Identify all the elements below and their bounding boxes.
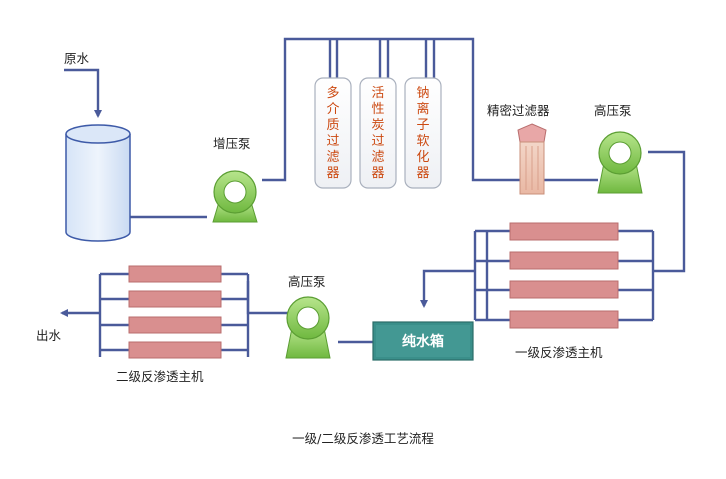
- ro2-membrane: [128, 341, 222, 359]
- hp-pump2-to-ro2-pipe: [246, 281, 290, 315]
- pure-water-tank: 纯水箱: [372, 321, 474, 361]
- ro1-membrane: [509, 251, 619, 270]
- ro2-inlets: [221, 272, 248, 352]
- diagram-title: 一级/二级反渗透工艺流程: [292, 431, 434, 446]
- softener: 钠离子软化器: [404, 77, 442, 189]
- pure-water-tank-label: 纯水箱: [402, 333, 444, 350]
- ro-stage-1-label: 一级反渗透主机: [515, 345, 603, 360]
- softener-label: 钠离子软化器: [416, 86, 429, 181]
- ro2-outlets: [100, 272, 129, 352]
- carbon-filter: 活性炭过滤器: [359, 77, 397, 189]
- outlet-label: 出水: [36, 328, 62, 343]
- hp-pump-2-label: 高压泵: [288, 274, 326, 289]
- ro1-manifold-pipe: [473, 231, 655, 320]
- hp-pump-1: [597, 131, 643, 194]
- ro1-membrane: [509, 280, 619, 299]
- ro1-outlets: [618, 229, 653, 322]
- ro2-membrane: [128, 290, 222, 308]
- precision-filter-label: 精密过滤器: [487, 103, 550, 118]
- cylinder-tank-icon: [65, 124, 131, 144]
- raw-water-inlet-pipe: [64, 68, 102, 118]
- booster-pump: [212, 170, 258, 223]
- ro1-membrane: [509, 310, 619, 329]
- ro1-to-tank-pipe: [420, 269, 475, 308]
- ro-stage-1: [509, 222, 619, 329]
- ro-stage-2: [128, 265, 222, 359]
- booster-pump-label: 增压泵: [213, 136, 251, 151]
- precision-filter: [517, 123, 547, 195]
- ro2-membrane: [128, 265, 222, 283]
- carbon-filter-label: 活性炭过滤器: [371, 86, 384, 181]
- raw-water-label: 原水: [64, 51, 90, 66]
- hp-pump-to-ro1-pipe: [648, 150, 686, 273]
- ro-stage-2-label: 二级反渗透主机: [116, 369, 204, 384]
- hp-pump-1-label: 高压泵: [594, 103, 632, 118]
- cartridge-filter-icon: [517, 123, 547, 143]
- ro2-manifold-pipe: [98, 274, 250, 357]
- ro2-membrane: [128, 316, 222, 334]
- hp-pump-2: [285, 296, 331, 359]
- ro1-membrane: [509, 222, 619, 241]
- raw-water-tank: [65, 124, 131, 242]
- multimedia-filter-label: 多介质过滤器: [326, 85, 339, 181]
- pipes: [60, 37, 686, 357]
- multimedia-filter: 多介质过滤器: [314, 77, 352, 189]
- ro1-inlets: [475, 229, 510, 322]
